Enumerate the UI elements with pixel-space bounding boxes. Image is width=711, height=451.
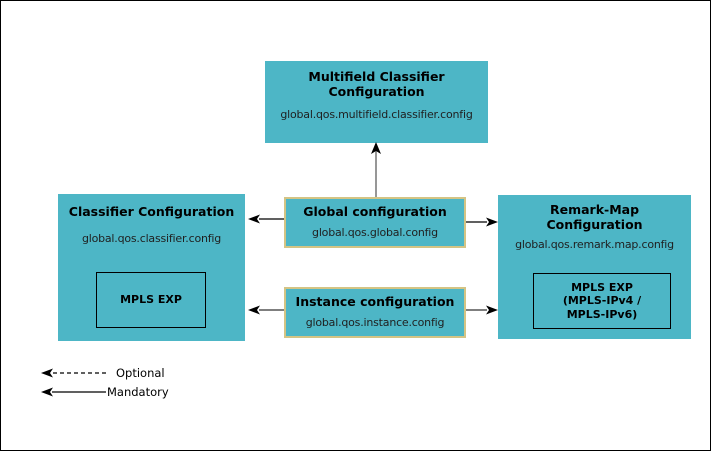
remark-mpls-exp-line3: MPLS-IPv6) bbox=[566, 307, 638, 321]
remark-mpls-exp-line2: (MPLS-IPv4 / bbox=[562, 294, 642, 308]
remark-mpls-exp-box: MPLS EXP (MPLS-IPv4 / MPLS-IPv6) bbox=[533, 273, 671, 329]
classifier-mpls-exp-box: MPLS EXP bbox=[96, 272, 206, 328]
node-remark-map-configuration: Remark-Map Configuration global.qos.rema… bbox=[498, 195, 691, 339]
arrow-instance-to-classifier bbox=[248, 305, 284, 315]
classifier-config-path: global.qos.classifier.config bbox=[81, 232, 222, 245]
classifier-title: Classifier Configuration bbox=[68, 204, 235, 219]
legend-optional-label: Optional bbox=[116, 366, 165, 380]
classifier-mpls-exp-label: MPLS EXP bbox=[120, 293, 182, 307]
remark-config-path: global.qos.remark.map.config bbox=[515, 238, 674, 251]
remark-title-line1: Remark-Map bbox=[549, 202, 640, 217]
legend-mandatory-arrow bbox=[41, 387, 106, 397]
remark-title-line2: Configuration bbox=[546, 217, 643, 232]
remark-mpls-exp-line1: MPLS EXP bbox=[571, 280, 633, 294]
arrow-global-to-multifield bbox=[371, 142, 381, 197]
node-global-configuration: Global configuration global.qos.global.c… bbox=[284, 197, 466, 248]
legend-mandatory-label: Mandatory bbox=[107, 385, 169, 399]
multifield-title-line2: Configuration bbox=[328, 84, 425, 99]
node-classifier-configuration: Classifier Configuration global.qos.clas… bbox=[58, 194, 245, 341]
arrow-instance-to-remark bbox=[466, 305, 498, 315]
instance-title: Instance configuration bbox=[295, 294, 455, 309]
multifield-title-line1: Multifield Classifier bbox=[308, 69, 445, 84]
global-title: Global configuration bbox=[303, 204, 447, 219]
global-config-path: global.qos.global.config bbox=[312, 226, 438, 239]
multifield-config-path: global.qos.multifield.classifier.config bbox=[280, 108, 473, 121]
node-instance-configuration: Instance configuration global.qos.instan… bbox=[284, 287, 466, 338]
legend-optional-arrow bbox=[41, 368, 106, 378]
instance-config-path: global.qos.instance.config bbox=[305, 316, 445, 329]
node-multifield-classifier-configuration: Multifield Classifier Configuration glob… bbox=[265, 61, 488, 143]
arrow-global-to-classifier bbox=[248, 214, 284, 224]
arrow-global-to-remark bbox=[466, 217, 498, 227]
